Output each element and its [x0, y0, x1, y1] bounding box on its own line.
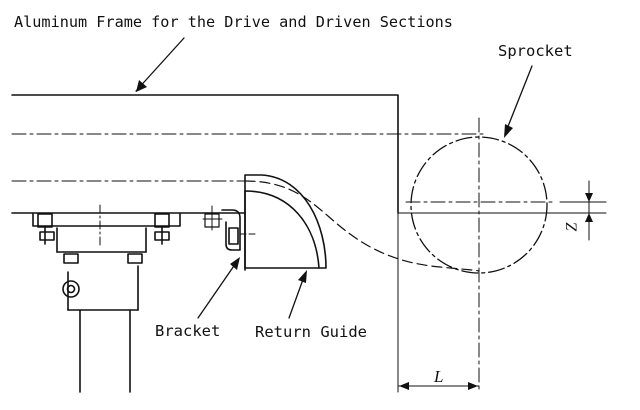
- sprocket-leader-arrow: [504, 65, 533, 138]
- sprocket-label: Sprocket: [498, 42, 573, 60]
- dimension-z-label: Z: [563, 222, 581, 232]
- l-dimension: [397, 212, 480, 393]
- dimension-l-label: L: [434, 367, 444, 386]
- return-guide-label: Return Guide: [255, 323, 367, 341]
- frame-leader-arrow: [135, 37, 185, 92]
- aluminum-frame: [11, 94, 399, 214]
- bracket-shape: [202, 205, 257, 251]
- bracket-leader-arrow: [197, 257, 240, 319]
- sprocket: [405, 117, 553, 391]
- bracket-label: Bracket: [155, 322, 221, 340]
- return-guide-shape: [244, 174, 327, 271]
- z-dimension: [559, 180, 607, 241]
- return-guide-leader-arrow: [288, 270, 307, 319]
- frame-centerlines: [11, 133, 487, 182]
- frame-label: Aluminum Frame for the Drive and Driven …: [14, 13, 453, 31]
- chain-path: [244, 180, 480, 272]
- support-base: [32, 204, 181, 393]
